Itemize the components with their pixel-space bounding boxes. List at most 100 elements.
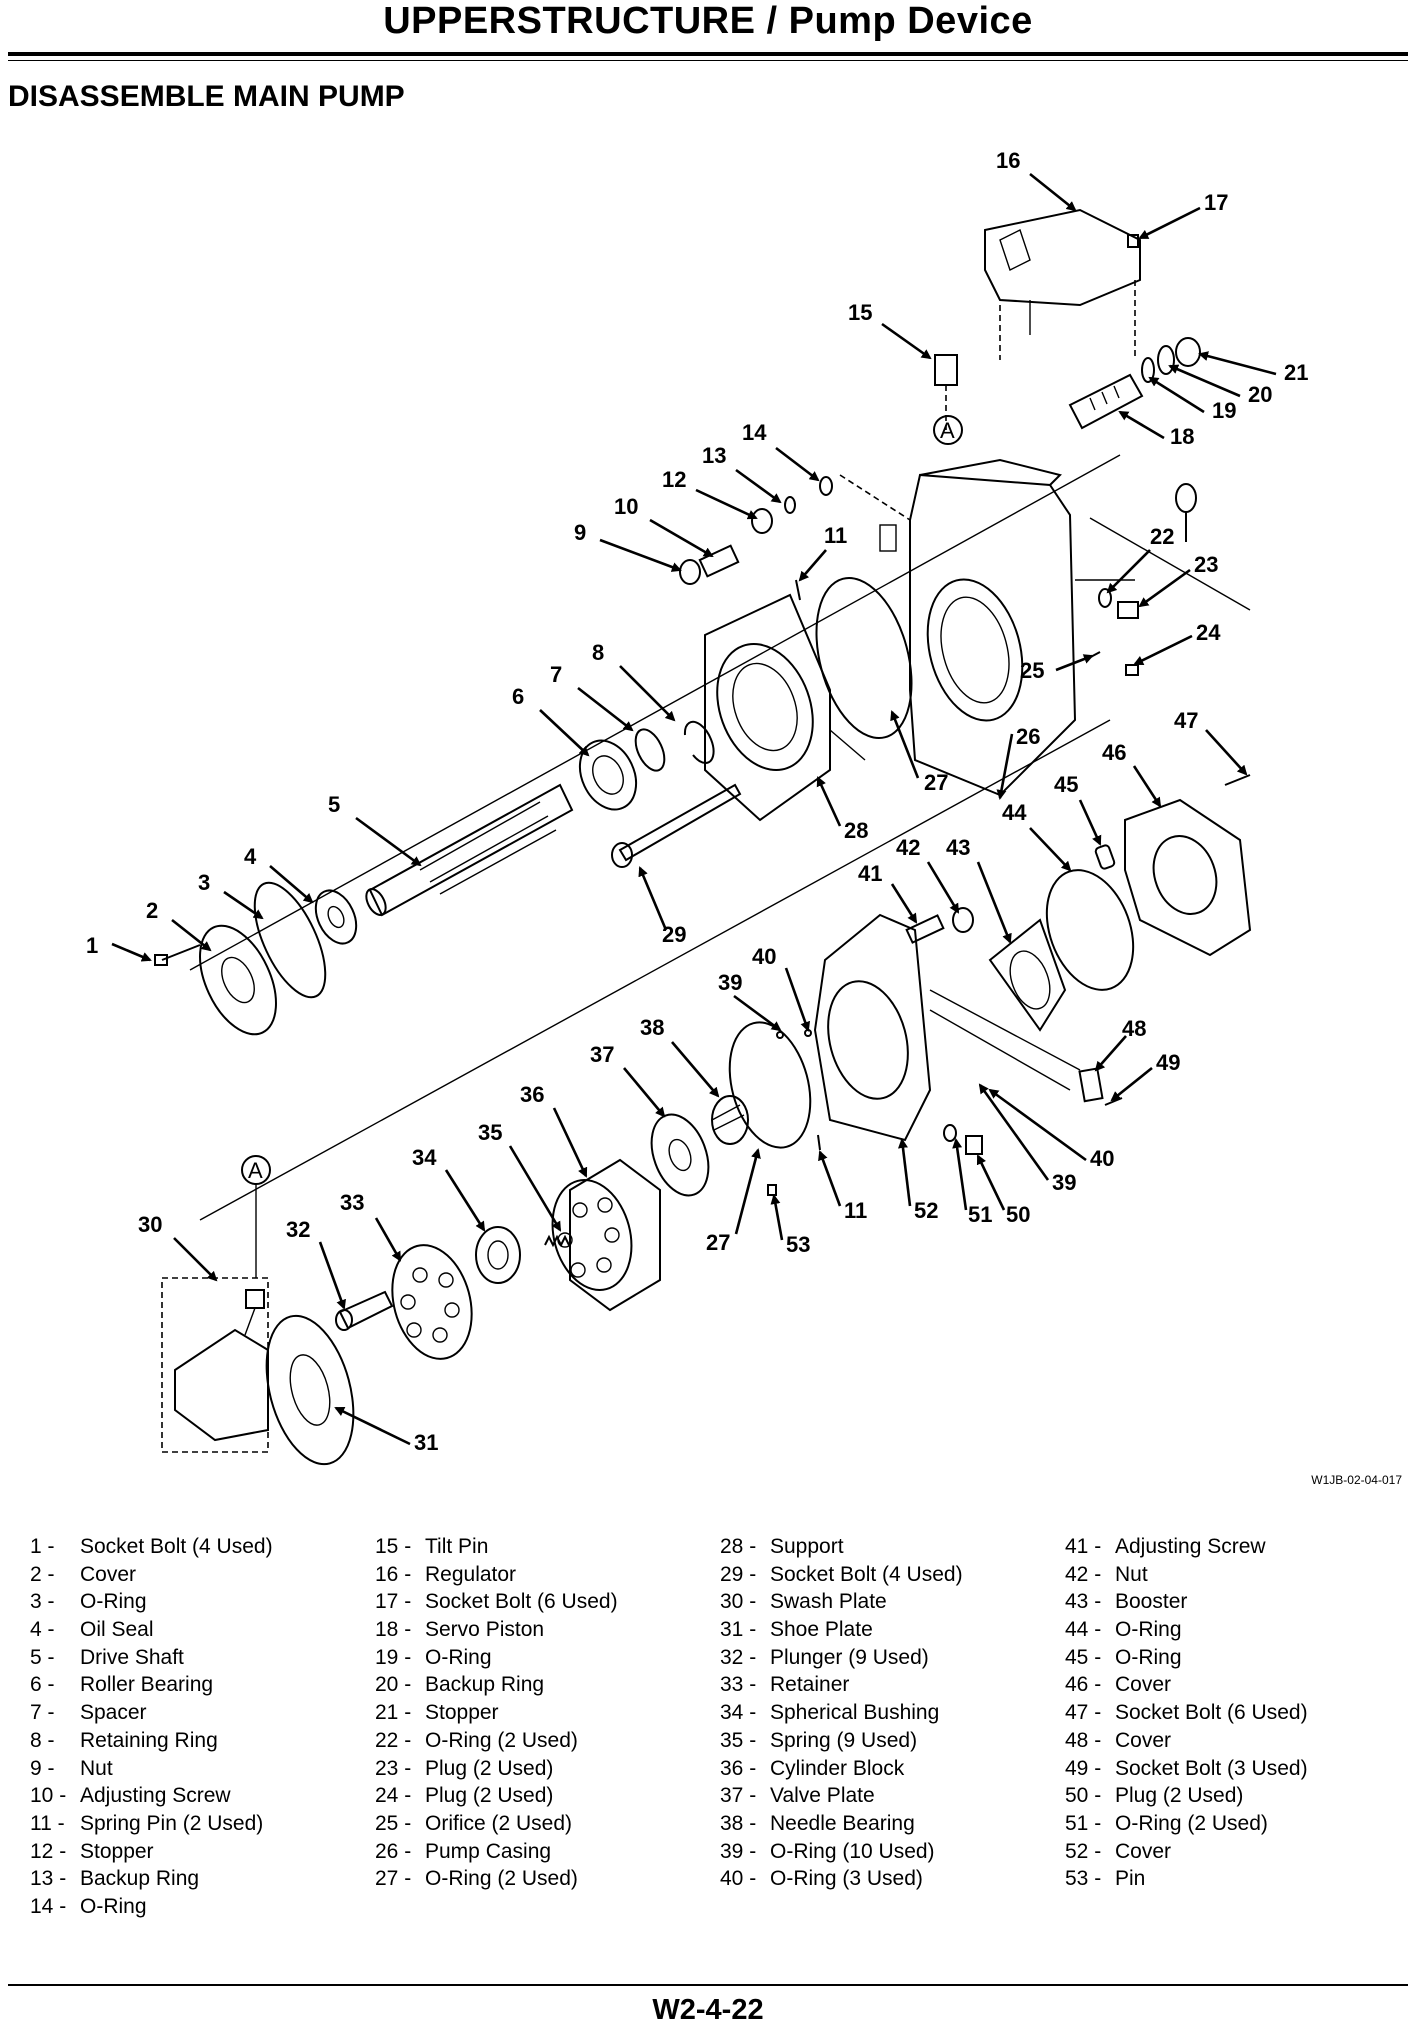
legend-item-label: O-Ring (1115, 1645, 1182, 1669)
legend-item-label: Swash Plate (770, 1590, 887, 1614)
legend-item: 50 -Plug (2 Used) (1065, 1782, 1308, 1810)
page-number: W2-4-22 (652, 1994, 764, 2026)
callout-arrow (374, 1217, 402, 1262)
legend-item: 1 - Socket Bolt (4 Used) (30, 1533, 273, 1561)
callout-label: 34 (412, 1145, 437, 1170)
legend-item-number: 17 - (375, 1590, 412, 1614)
part-cover-52 (813, 913, 1081, 1142)
legend-item-number: 49 - (1065, 1756, 1102, 1780)
legend-item-label: Spring (9 Used) (770, 1728, 918, 1752)
part-stopper-12 (784, 496, 796, 514)
figure-code: W1JB-02-04-017 (1311, 1473, 1402, 1487)
legend-item: 14 -O-Ring (30, 1893, 273, 1921)
callout-label: 39 (1052, 1170, 1076, 1195)
legend-item-label: Adjusting Screw (80, 1784, 231, 1808)
callout-label: 52 (914, 1198, 938, 1223)
legend-item-label: Stopper (425, 1701, 499, 1725)
callout-arrow (784, 967, 811, 1032)
legend-item-label: Booster (1115, 1590, 1188, 1614)
callout-arrow (173, 1237, 218, 1282)
footer-rule (8, 1984, 1408, 1986)
callout-label: 26 (1016, 724, 1040, 749)
callout-label: 43 (946, 835, 970, 860)
callout-arrow (1110, 1066, 1153, 1102)
legend-item-number: 38 - (720, 1811, 757, 1835)
legend-item-label: Cover (1115, 1839, 1172, 1863)
callout-arrow (1138, 568, 1191, 608)
callout-label: 16 (996, 148, 1020, 173)
legend-item-number: 28 - (720, 1535, 757, 1558)
callout-label: 44 (1002, 800, 1027, 825)
legend-item-label: Roller Bearing (80, 1673, 214, 1697)
legend-item: 24 -Plug (2 Used) (375, 1782, 618, 1810)
legend-item-number: 25 - (375, 1811, 412, 1835)
callout-label: 6 (512, 684, 524, 709)
callout-label: 49 (1156, 1050, 1180, 1075)
legend-item-label: Pin (1115, 1867, 1146, 1891)
part-o-ring-39 (776, 1031, 784, 1039)
legend-item-label: O-Ring (1115, 1618, 1182, 1642)
legend-item-number: 6 - (30, 1673, 55, 1697)
callout-arrow (1148, 376, 1205, 414)
legend-item-label: Socket Bolt (6 Used) (425, 1590, 618, 1614)
legend-item-label: Plug (2 Used) (425, 1756, 554, 1780)
legend-item: 47 -Socket Bolt (6 Used) (1065, 1699, 1308, 1727)
callout-arrow (735, 468, 782, 504)
legend-item-label: Socket Bolt (4 Used) (80, 1535, 273, 1558)
legend-item-label: O-Ring (3 Used) (770, 1867, 923, 1891)
svg-text:A: A (940, 418, 955, 443)
callout-arrow (539, 709, 590, 757)
legend-item-number: 52 - (1065, 1839, 1102, 1863)
legend-item-number: 36 - (720, 1756, 757, 1780)
legend-item-number: 53 - (1065, 1867, 1102, 1891)
callout-arrow (695, 488, 758, 520)
part-plug-23 (1117, 601, 1139, 619)
legend-item: 42 -Nut (1065, 1561, 1308, 1589)
callout-arrow (978, 1083, 1050, 1181)
callout-label: 35 (478, 1120, 502, 1145)
legend-item-label: O-Ring (2 Used) (425, 1728, 578, 1752)
legend-item-number: 1 - (30, 1535, 55, 1558)
legend-item: 11 -Spring Pin (2 Used) (30, 1810, 273, 1838)
legend-item-number: 39 - (720, 1839, 757, 1863)
callout-arrow (897, 1138, 912, 1207)
legend-item-label: O-Ring (80, 1590, 147, 1614)
part-cover-48 (1078, 1067, 1104, 1103)
legend-item: 39 -O-Ring (10 Used) (720, 1838, 963, 1866)
svg-text:A: A (248, 1158, 263, 1183)
legend-item-number: 5 - (30, 1645, 55, 1669)
callout-arrow (976, 861, 1012, 944)
legend-item-label: Spherical Bushing (770, 1701, 940, 1725)
callout-label: 21 (1284, 360, 1308, 385)
callout-arrow (355, 816, 422, 867)
part-nut-42 (952, 907, 974, 933)
legend-item-number: 48 - (1065, 1728, 1102, 1752)
callout-arrow (638, 866, 668, 931)
legend-item-number: 13 - (30, 1867, 67, 1891)
legend-item-label: Shoe Plate (770, 1618, 873, 1642)
part-socket-bolt-17 (1127, 234, 1139, 248)
legend-item: 18 -Servo Piston (375, 1616, 618, 1644)
callout-label: 42 (896, 835, 920, 860)
part-spring-pin-11-lower (817, 1134, 821, 1151)
legend-item-number: 46 - (1065, 1673, 1102, 1697)
legend-item-number: 42 - (1065, 1562, 1102, 1586)
callout-arrow (988, 1088, 1087, 1162)
callout-arrow (577, 686, 634, 732)
callout-label: 47 (1174, 708, 1198, 733)
callout-label: 7 (550, 662, 562, 687)
legend-item: 45 -O-Ring (1065, 1644, 1308, 1672)
legend-item-number: 15 - (375, 1535, 412, 1558)
part-drive-shaft-5 (365, 783, 574, 917)
legend-item: 35 -Spring (9 Used) (720, 1727, 963, 1755)
part-cover-46 (1124, 798, 1252, 957)
callout-arrow (1132, 765, 1162, 808)
callout-label: 33 (340, 1190, 364, 1215)
legend-item: 40 -O-Ring (3 Used) (720, 1865, 963, 1893)
assembly-axis-lower (199, 719, 1111, 1221)
callout-arrow (881, 322, 932, 360)
part-cylinder-block-36 (551, 1158, 661, 1312)
legend-item: 38 -Needle Bearing (720, 1810, 963, 1838)
